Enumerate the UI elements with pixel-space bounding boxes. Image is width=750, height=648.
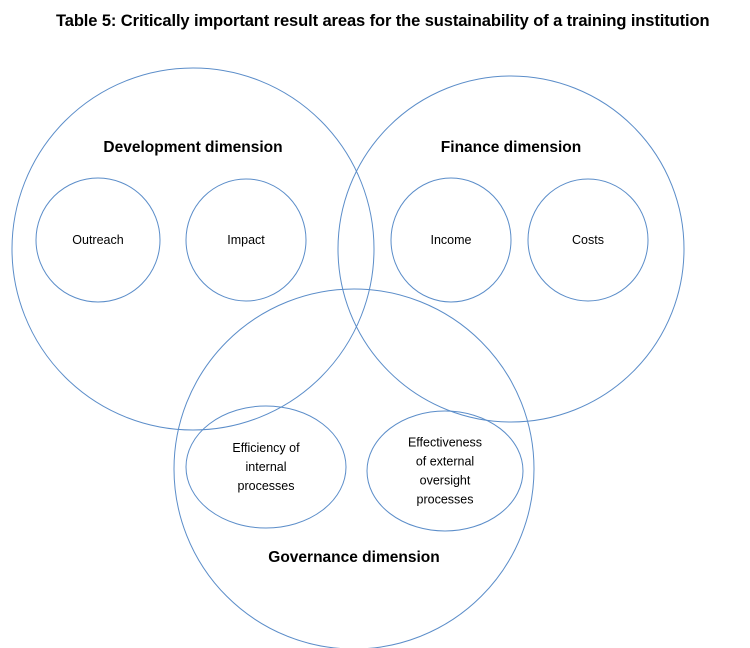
result-area-effectiveness-of-external-oversight-processes-circle xyxy=(366,410,524,532)
result-area-outreach: Outreach xyxy=(35,177,161,303)
governance-dimension-circle xyxy=(173,288,535,648)
development-dimension-label: Development dimension xyxy=(103,139,282,156)
result-area-outreach-circle xyxy=(35,177,161,303)
result-area-effectiveness-of-external-oversight-processes: Effectiveness of external oversight process… xyxy=(366,410,524,532)
result-area-efficiency-of-internal-processes-label-line: internal xyxy=(246,460,287,474)
diagram-title: Table 5: Critically important result are… xyxy=(56,12,710,30)
governance-dimension: Governance dimension Efficiency of interna… xyxy=(173,288,535,648)
result-area-costs: Costs xyxy=(527,178,649,302)
result-area-efficiency-of-internal-processes-circle xyxy=(185,405,347,529)
result-area-income-circle xyxy=(390,177,512,303)
result-area-efficiency-of-internal-processes: Efficiency of internal processes xyxy=(185,405,347,529)
result-area-impact-label-line: Impact xyxy=(227,233,265,247)
result-area-effectiveness-of-external-oversight-processes-label-line: processes xyxy=(417,493,474,507)
result-area-effectiveness-of-external-oversight-processes-label-line: oversight xyxy=(420,474,471,488)
result-area-outreach-label-line: Outreach xyxy=(72,233,123,247)
result-area-income-label-line: Income xyxy=(431,233,472,247)
governance-dimension-label: Governance dimension xyxy=(268,549,439,566)
result-area-impact: Impact xyxy=(185,178,307,302)
development-dimension-circle xyxy=(11,67,375,431)
result-area-effectiveness-of-external-oversight-processes-label-line: Effectiveness xyxy=(408,436,482,450)
result-area-impact-circle xyxy=(185,178,307,302)
result-area-costs-circle xyxy=(527,178,649,302)
result-area-efficiency-of-internal-processes-label-line: processes xyxy=(238,479,295,493)
finance-dimension-label: Finance dimension xyxy=(441,139,581,156)
result-area-efficiency-of-internal-processes-label-line: Efficiency of xyxy=(232,441,300,455)
result-area-income: Income xyxy=(390,177,512,303)
result-area-costs-label-line: Costs xyxy=(572,233,604,247)
result-area-effectiveness-of-external-oversight-processes-label-line: of external xyxy=(416,455,474,469)
finance-dimension-circle xyxy=(337,75,685,423)
